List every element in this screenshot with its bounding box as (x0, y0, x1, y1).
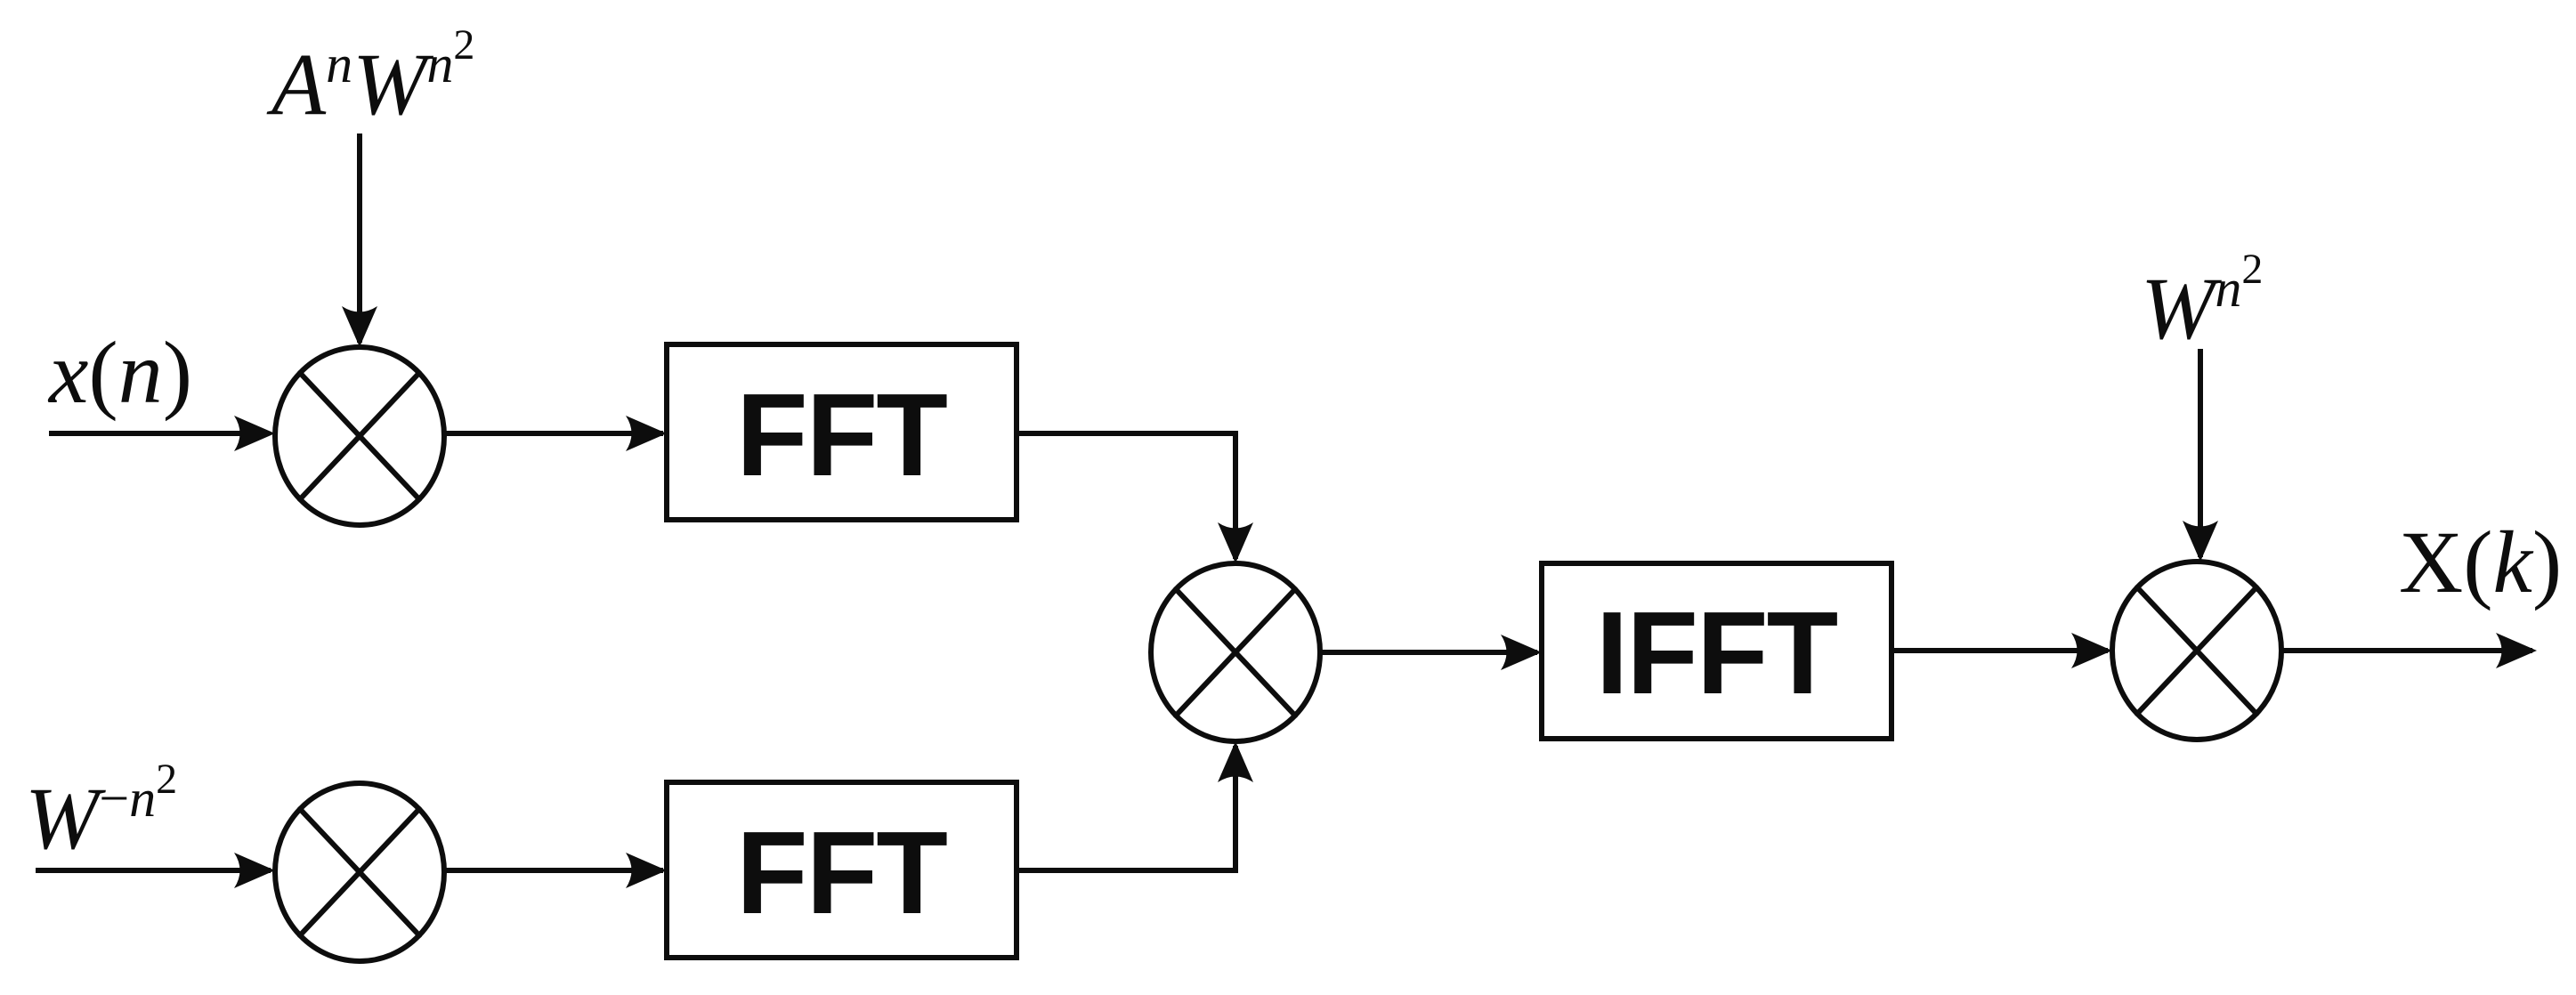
fft-top-block: FFT (664, 342, 1019, 522)
postmultiply-coefficient-label: Wn2 (2141, 246, 2263, 358)
multiply-cross-icon (297, 370, 422, 502)
coefficient-exponent: n (129, 769, 156, 828)
multiply-cross-icon (2135, 585, 2259, 716)
paren: ( (2463, 513, 2492, 611)
fft-bottom-label: FFT (736, 807, 947, 938)
arrowhead-icon (1218, 522, 1253, 563)
multiplier-node-input (272, 344, 447, 528)
paren: ) (163, 323, 192, 422)
signal-variable: X (2399, 513, 2463, 611)
paren: ) (2532, 513, 2562, 611)
fft-bottom-box (664, 780, 1019, 960)
fft-top-label: FFT (736, 369, 947, 500)
arrowhead-icon (234, 853, 275, 888)
chirp-filter-coefficient-label: W−n2 (25, 756, 177, 868)
coefficient-exponent: n (426, 35, 453, 93)
fft-top-output-wire (1017, 431, 1238, 559)
coefficient-exponent: n (326, 35, 352, 93)
coefficient-base: W (352, 35, 433, 133)
arrowhead-icon (1501, 635, 1542, 670)
signal-argument: k (2493, 513, 2534, 611)
arrowhead-icon (1218, 741, 1253, 782)
wires (36, 133, 2537, 888)
fft-bottom-block: FFT (664, 780, 1019, 960)
fft-bottom-output-wire (1017, 746, 1238, 873)
coefficient-exponent-power: 2 (2241, 246, 2263, 293)
coefficient-exponent-power: 2 (156, 756, 177, 803)
arrowhead-icon (342, 306, 377, 347)
arrowhead-icon (2183, 521, 2218, 562)
coefficient-base: A (266, 35, 327, 133)
paren: ( (88, 323, 117, 422)
arrowhead-icon (626, 853, 667, 888)
multiply-cross-icon (297, 806, 422, 938)
ifft-box (1539, 561, 1894, 741)
arrowhead-icon (234, 416, 275, 451)
arrowhead-icon (2496, 633, 2537, 668)
signal-argument: n (118, 323, 163, 422)
multiplier-node-output (2110, 559, 2284, 742)
coefficient-base: W (25, 769, 106, 868)
arrowhead-icon (2071, 633, 2112, 668)
output-signal-label: X(k) (2399, 513, 2562, 611)
fft-top-box (664, 342, 1019, 522)
multiplier-node-product (1148, 561, 1323, 744)
coefficient-exponent-power: 2 (453, 21, 474, 69)
coefficient-base: W (2141, 259, 2222, 358)
input-signal-label: x(n) (47, 323, 192, 422)
coefficient-exponent-sign: − (99, 769, 129, 828)
ifft-block: IFFT (1539, 561, 1894, 741)
signal-variable: x (47, 323, 88, 422)
multiply-cross-icon (1173, 586, 1298, 718)
coefficient-exponent: n (2215, 259, 2241, 318)
arrowhead-icon (626, 416, 667, 451)
ifft-label: IFFT (1596, 587, 1838, 718)
multiplier-node-chirp (272, 781, 447, 964)
premultiply-coefficient-label: AnWn2 (266, 21, 474, 133)
